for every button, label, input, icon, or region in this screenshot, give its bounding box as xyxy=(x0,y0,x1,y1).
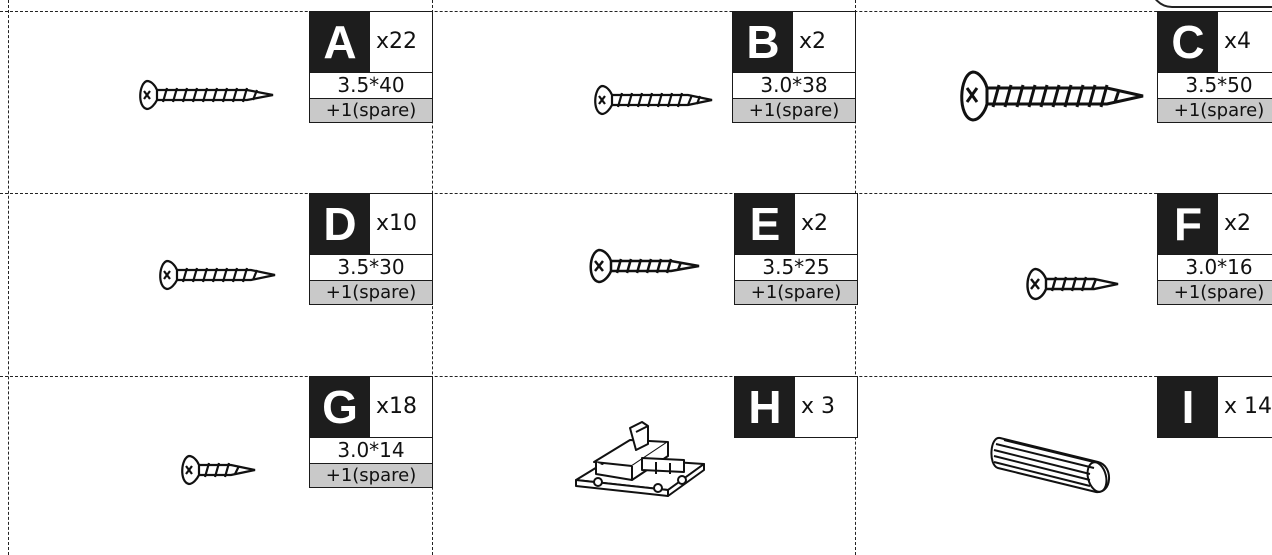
part-size: 3.0*14 xyxy=(310,438,432,464)
part-spare: +1(spare) xyxy=(735,281,857,304)
part-spare: +1(spare) xyxy=(1158,281,1272,304)
part-size: 3.5*40 xyxy=(310,73,432,99)
part-spare: +1(spare) xyxy=(310,281,432,304)
part-letter: F xyxy=(1158,194,1218,254)
wooden-dowel-illustration xyxy=(990,432,1116,498)
screw-a-illustration xyxy=(135,77,275,113)
screw-b-illustration xyxy=(590,82,714,118)
part-spare: +1(spare) xyxy=(310,464,432,487)
part-spare: +1(spare) xyxy=(1158,99,1272,122)
screw-e-illustration xyxy=(585,246,701,286)
part-quantity: x2 xyxy=(793,12,855,72)
part-letter: G xyxy=(310,377,370,437)
grid-line-left xyxy=(8,0,9,555)
part-letter: I xyxy=(1158,377,1218,437)
door-bolt-latch-illustration xyxy=(572,418,708,504)
part-quantity: x2 xyxy=(795,194,857,254)
screw-f-illustration xyxy=(1022,265,1120,303)
screw-c-illustration xyxy=(955,68,1145,124)
part-letter: D xyxy=(310,194,370,254)
part-quantity: x 14 xyxy=(1218,377,1272,437)
part-letter: H xyxy=(735,377,795,437)
part-size: 3.5*50 xyxy=(1158,73,1272,99)
grid-line-top xyxy=(0,11,1272,12)
part-letter: A xyxy=(310,12,370,72)
part-letter: B xyxy=(733,12,793,72)
part-quantity: x4 xyxy=(1218,12,1272,72)
part-size: 3.0*16 xyxy=(1158,255,1272,281)
part-quantity: x22 xyxy=(370,12,432,72)
grid-line-row-1 xyxy=(0,193,1272,194)
part-size: 3.0*38 xyxy=(733,73,855,99)
screw-g-illustration xyxy=(177,452,257,488)
part-letter: C xyxy=(1158,12,1218,72)
grid-line-row-2 xyxy=(0,376,1272,377)
part-quantity: x10 xyxy=(370,194,432,254)
part-spare: +1(spare) xyxy=(733,99,855,122)
part-size: 3.5*25 xyxy=(735,255,857,281)
screw-d-illustration xyxy=(155,257,277,293)
header-tab-shape xyxy=(1150,0,1272,8)
part-spare: +1(spare) xyxy=(310,99,432,122)
part-quantity: x2 xyxy=(1218,194,1272,254)
part-quantity: x18 xyxy=(370,377,432,437)
part-size: 3.5*30 xyxy=(310,255,432,281)
part-letter: E xyxy=(735,194,795,254)
part-quantity: x 3 xyxy=(795,377,857,437)
